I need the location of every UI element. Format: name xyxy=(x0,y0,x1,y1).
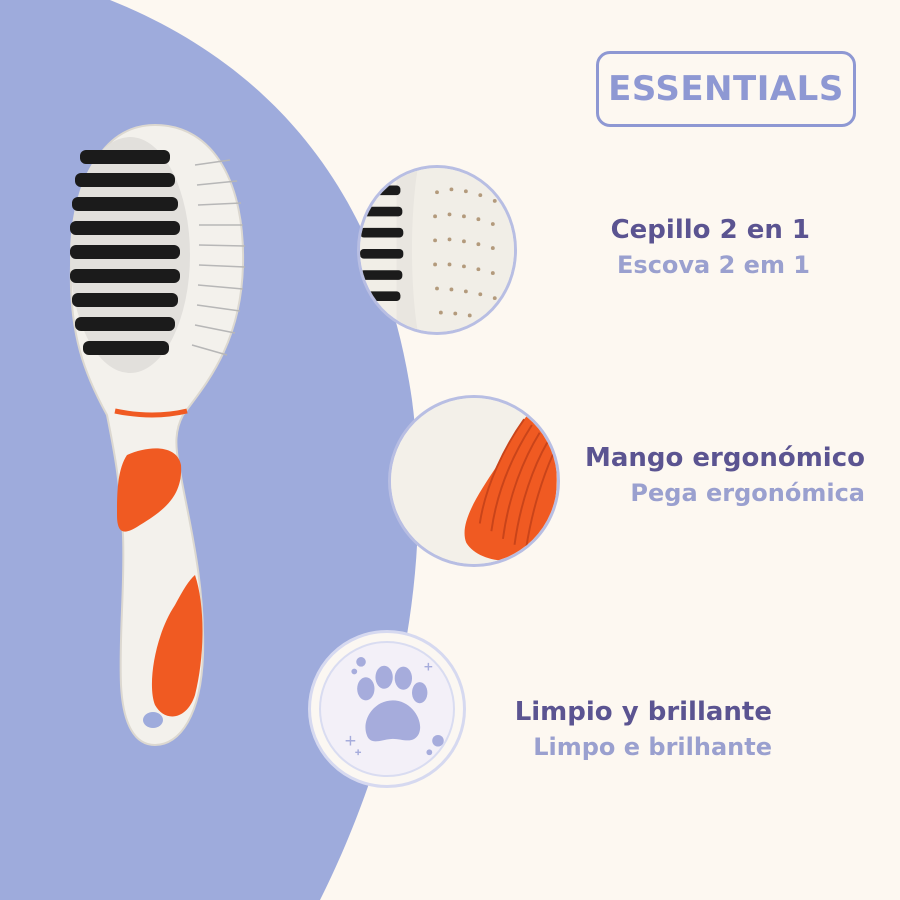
feature-title: Cepillo 2 en 1 xyxy=(610,215,810,245)
feature-ergonomic-handle: Mango ergonómico Pega ergonómica xyxy=(565,443,865,507)
badge-label: ESSENTIALS xyxy=(608,69,844,109)
feature-subtitle: Limpo e brilhante xyxy=(533,733,772,761)
feature-subtitle: Escova 2 em 1 xyxy=(617,251,810,279)
feature-title: Mango ergonómico xyxy=(584,443,865,473)
essentials-badge: ESSENTIALS xyxy=(596,51,856,127)
paw-icon xyxy=(308,630,466,788)
brush-closeup-icon xyxy=(357,165,517,335)
handle-closeup-icon xyxy=(388,395,560,567)
feature-title: Limpio y brillante xyxy=(514,697,772,727)
feature-two-in-one: Cepillo 2 en 1 Escova 2 em 1 xyxy=(535,215,810,279)
feature-subtitle: Pega ergonómica xyxy=(630,479,865,507)
feature-clean-shiny: Limpio y brillante Limpo e brilhante xyxy=(490,697,772,761)
pet-brush-image xyxy=(69,123,246,747)
